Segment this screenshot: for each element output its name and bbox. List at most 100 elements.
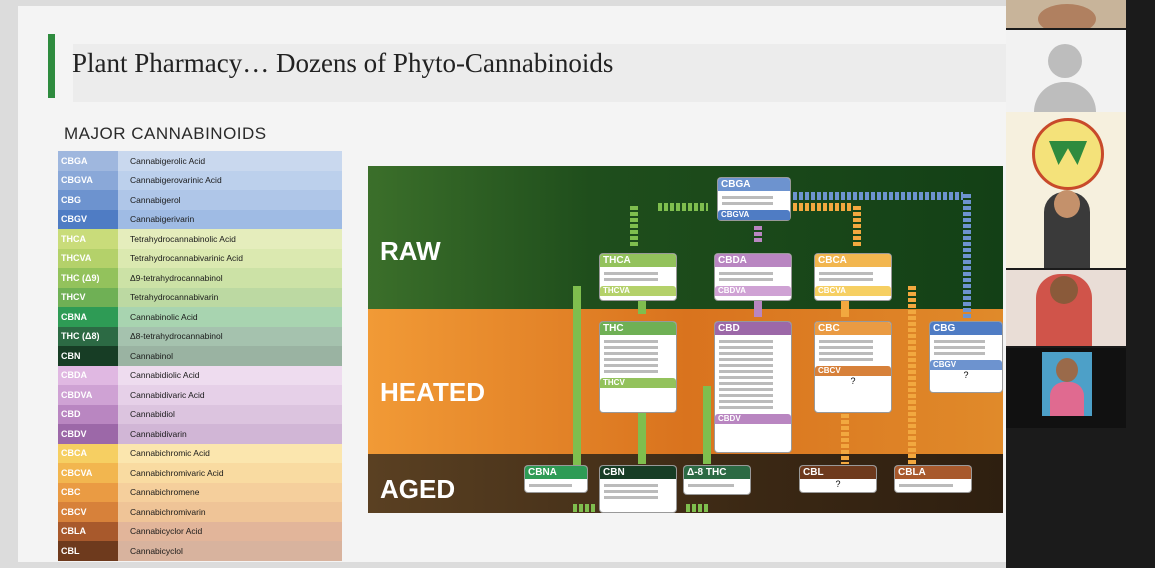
title-band <box>73 44 1008 102</box>
cannabinoid-abbr: THC (Δ9) <box>58 268 118 288</box>
box-cbla-label: CBLA <box>895 466 971 479</box>
cannabinoid-name: Cannabigerovarinic Acid <box>118 170 342 190</box>
participant-4-face <box>1056 358 1078 382</box>
cannabinoid-abbr: CBGVA <box>58 170 118 190</box>
box-cbda-sub: CBDVA <box>715 286 791 296</box>
box-thc-sub: THCV <box>600 378 676 388</box>
cannabinoid-abbr: CBGA <box>58 151 118 171</box>
title-accent-bar <box>48 34 55 98</box>
arrow-thca-cbna <box>573 286 581 466</box>
cannabinoid-name: Cannabichromene <box>118 482 342 502</box>
participant-tile-avatar[interactable] <box>1006 30 1126 112</box>
cannabinoid-abbr: CBDVA <box>58 385 118 405</box>
arrow-cbga-cbg <box>793 192 963 200</box>
box-cbl-label: CBL <box>800 466 876 479</box>
participant-tile-3[interactable] <box>1006 270 1126 346</box>
box-cbda: CBDA CBDVA <box>715 254 791 300</box>
cannabinoid-row: THC (Δ9)Δ9-tetrahydrocannabinol <box>58 268 342 288</box>
participant-3-face <box>1050 276 1078 304</box>
cannabinoid-abbr: CBGV <box>58 209 118 229</box>
cannabinoid-abbr: THC (Δ8) <box>58 326 118 346</box>
box-cbg-unknown: ? <box>963 370 969 380</box>
slide-title: Plant Pharmacy… Dozens of Phyto-Cannabin… <box>72 48 614 78</box>
box-thc-label: THC <box>600 322 676 335</box>
box-cbna: CBNA <box>525 466 587 492</box>
raw-band: RAW <box>368 166 1003 309</box>
box-cbc-unknown: ? <box>850 376 856 386</box>
box-thca-label: THCA <box>600 254 676 267</box>
raw-label: RAW <box>380 236 441 266</box>
participant-4-video <box>1042 352 1092 416</box>
cannabinoid-abbr: CBCA <box>58 443 118 463</box>
box-cbc: CBC CBCV ? <box>815 322 891 412</box>
box-cbl: CBL ? <box>800 466 876 492</box>
box-cbg-sub: CBGV <box>930 360 1002 370</box>
participant-tile-4[interactable] <box>1006 348 1126 428</box>
box-thca: THCA THCVA <box>600 254 676 300</box>
cannabinoid-abbr: CBC <box>58 482 118 502</box>
arrow-cbc-cbl <box>841 414 849 464</box>
cannabinoid-abbr: CBCVA <box>58 463 118 483</box>
aged-label: AGED <box>380 474 456 504</box>
participant-face <box>1038 4 1096 28</box>
box-cbg: CBG CBGV ? <box>930 322 1002 392</box>
box-cbga-label: CBGA <box>718 178 790 191</box>
box-thc: THC THCV <box>600 322 676 412</box>
avatar-body-icon <box>1034 82 1096 112</box>
box-cbga-sub: CBGVA <box>718 210 790 220</box>
box-cbla: CBLA <box>895 466 971 492</box>
participant-tile-logo[interactable] <box>1006 112 1126 268</box>
heated-label: HEATED <box>380 377 485 407</box>
box-cbd-label: CBD <box>715 322 791 335</box>
cannabinoid-abbr: CBN <box>58 346 118 366</box>
arrow-down-thca <box>630 206 638 246</box>
cannabinoid-row: THC (Δ8)Δ8-tetrahydrocannabinol <box>58 326 342 346</box>
cannabinoid-abbr: CBD <box>58 404 118 424</box>
avatar-head-icon <box>1048 44 1082 78</box>
arrow-cbga-thca <box>658 203 708 211</box>
box-cbd-sub: CBDV <box>715 414 791 424</box>
cannabinoid-name: Cannabinol <box>118 346 342 366</box>
cannabinoid-name: Cannabigerol <box>118 190 342 210</box>
cannabinoid-name: Cannabichromic Acid <box>118 443 342 463</box>
box-thca-sub: THCVA <box>600 286 676 296</box>
cannabinoid-name: Δ9-tetrahydrocannabinol <box>118 268 342 288</box>
cannabinoid-diagram: RAW HEATED AGED CBGA CBGVA THCA THCVA CB… <box>368 166 1003 513</box>
cannabinoid-abbr: CBDV <box>58 424 118 444</box>
box-cbg-label: CBG <box>930 322 1002 335</box>
cannabinoid-name: Tetrahydrocannabivarin <box>118 287 342 307</box>
cannabinoid-abbr: THCA <box>58 229 118 249</box>
box-cbca: CBCA CBCVA <box>815 254 891 300</box>
table-heading: MAJOR CANNABINOIDS <box>64 124 267 143</box>
cannabinoid-name: Cannabichromivaric Acid <box>118 463 342 483</box>
logo-letter-shape <box>1049 141 1087 165</box>
box-cbc-label: CBC <box>815 322 891 335</box>
cannabinoid-abbr: CBLA <box>58 521 118 541</box>
participant-tile-1[interactable] <box>1006 0 1126 28</box>
arrow-thca-thc <box>638 294 646 314</box>
institution-logo-icon <box>1032 118 1104 190</box>
presenter-face <box>1054 190 1080 218</box>
box-cbn-label: CBN <box>600 466 676 479</box>
box-d8thc: Δ-8 THC <box>684 466 750 494</box>
cannabinoid-name: Cannabicyclor Acid <box>118 521 342 541</box>
box-cbda-label: CBDA <box>715 254 791 267</box>
box-d8thc-label: Δ-8 THC <box>684 466 750 479</box>
arrow-thc-d8 <box>703 386 711 464</box>
cannabinoid-name: Δ8-tetrahydrocannabinol <box>118 326 342 346</box>
cannabinoid-name: Cannabichromivarin <box>118 502 342 522</box>
cannabinoid-abbr: THCV <box>58 287 118 307</box>
arrow-down-cbca <box>853 206 861 246</box>
arrow-cbda-cbd <box>754 301 762 317</box>
